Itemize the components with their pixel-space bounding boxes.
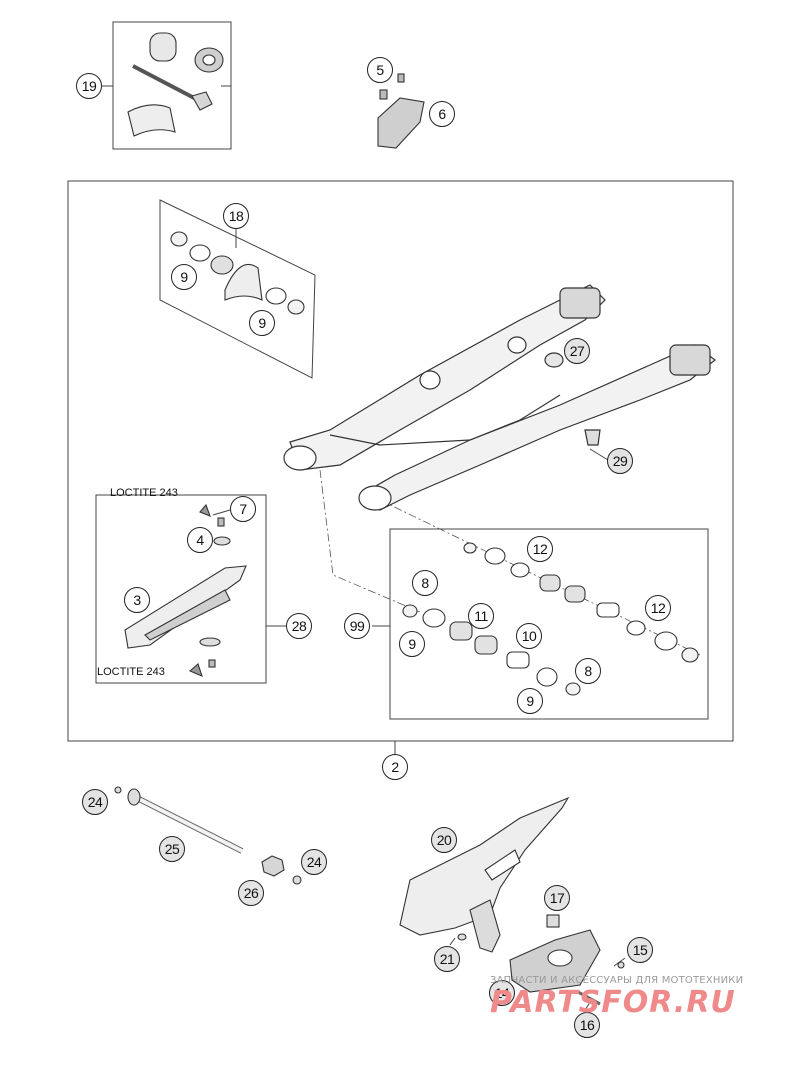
callout-24: 24 [301, 849, 327, 875]
swingarm-group-frame [67, 180, 734, 742]
watermark-brand: PARTSFOR.RU [490, 985, 736, 1020]
part-shapes [127, 32, 425, 315]
callout-7: 7 [230, 496, 256, 522]
chain-slider-frame [95, 494, 267, 684]
watermark-subtitle: ЗАПЧАСТИ И АКСЕССУАРЫ ДЛЯ МОТОТЕХНИКИ [490, 975, 744, 986]
callout-18: 18 [223, 203, 249, 229]
callout-27: 27 [564, 338, 590, 364]
callout-99: 99 [344, 613, 370, 639]
callout-3: 3 [124, 587, 150, 613]
callout-9: 9 [249, 310, 275, 336]
loctite-note: LOCTITE 243 [97, 666, 165, 678]
bearing-kit-frame [159, 199, 316, 379]
callout-10: 10 [516, 623, 542, 649]
callout-28: 28 [286, 613, 312, 639]
callout-12: 12 [645, 595, 671, 621]
callout-24: 24 [82, 789, 108, 815]
swingarm-shape [283, 284, 716, 511]
callout-26: 26 [238, 880, 264, 906]
callout-21: 21 [434, 946, 460, 972]
callout-19: 19 [76, 73, 102, 99]
callout-17: 17 [544, 885, 570, 911]
callout-8: 8 [575, 658, 601, 684]
callout-9: 9 [399, 631, 425, 657]
callout-11: 11 [468, 603, 494, 629]
callout-16: 16 [574, 1012, 600, 1038]
callout-2: 2 [382, 754, 408, 780]
callout-9: 9 [171, 264, 197, 290]
callout-14: 14 [489, 980, 515, 1006]
loctite-note: LOCTITE 243 [110, 487, 178, 499]
callout-12: 12 [527, 536, 553, 562]
callout-9: 9 [517, 688, 543, 714]
callout-15: 15 [627, 937, 653, 963]
callout-29: 29 [607, 448, 633, 474]
callout-20: 20 [431, 827, 457, 853]
callout-25: 25 [159, 836, 185, 862]
bearing-set-frame [389, 528, 709, 720]
callout-4: 4 [187, 527, 213, 553]
callout-8: 8 [412, 570, 438, 596]
callout-6: 6 [429, 101, 455, 127]
callout-5: 5 [367, 57, 393, 83]
